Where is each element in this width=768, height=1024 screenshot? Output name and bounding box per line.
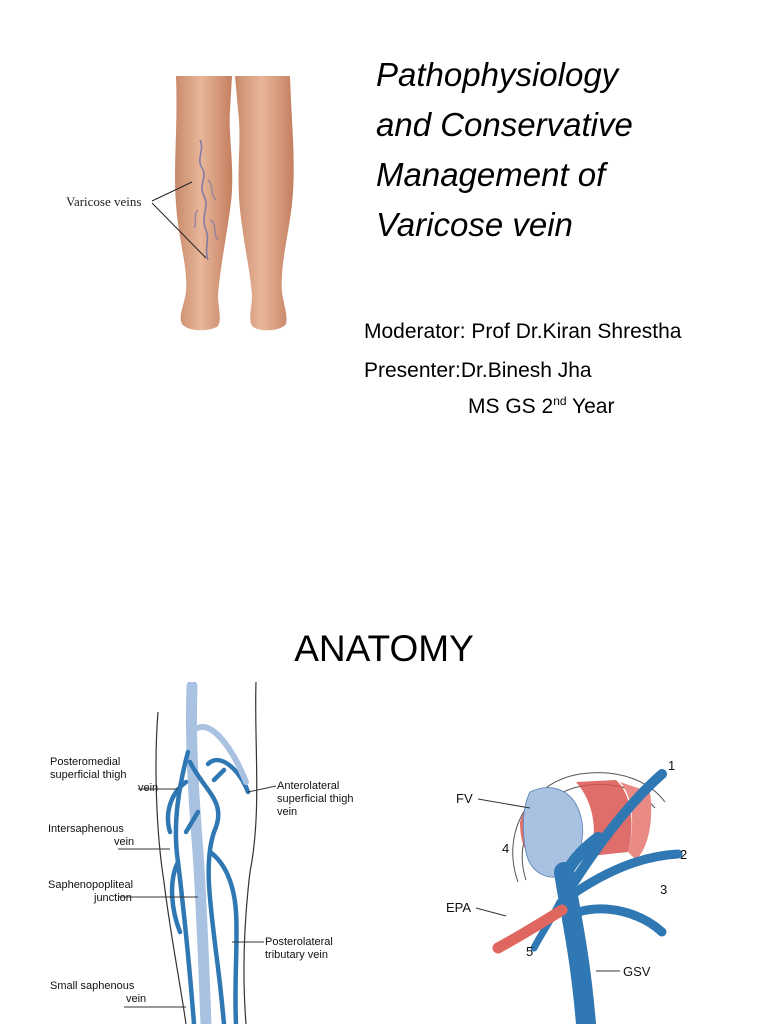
label-line: Posteromedial	[50, 756, 121, 768]
anatomy-slide: ANATOMY Posteromedial superficial thigh …	[0, 512, 768, 1024]
label-posterolateral: Posterolateral tributary vein	[265, 936, 333, 962]
label-line: Anterolateral	[277, 780, 340, 792]
label-line: superficial thigh	[277, 793, 354, 805]
label-line: junction	[94, 892, 132, 904]
label-number-2: 2	[680, 847, 688, 862]
degree-suffix: Year	[566, 395, 615, 418]
title-line-4: Varicose vein	[376, 206, 573, 243]
label-line: Intersaphenous	[48, 823, 124, 835]
leg-leader-lines	[118, 785, 277, 1008]
label-number-4: 4	[502, 841, 510, 856]
title-line-1: Pathophysiology	[376, 56, 619, 93]
degree-prefix: MS GS 2	[468, 395, 554, 418]
junction-leader-lines	[475, 798, 620, 972]
saphenofemoral-junction-diagram	[492, 769, 683, 1024]
label-number-1: 1	[668, 758, 676, 773]
label-number-3: 3	[660, 882, 668, 897]
label-epa: EPA	[446, 900, 472, 915]
label-number-5: 5	[526, 944, 534, 959]
label-line: vein	[277, 806, 298, 818]
varicose-veins-label: Varicose veins	[66, 194, 142, 209]
label-line: Small saphenous	[50, 980, 135, 992]
right-leg	[235, 76, 294, 331]
label-line: tributary vein	[265, 949, 328, 961]
varicose-vein-path	[199, 139, 209, 261]
label-fv: FV	[456, 791, 473, 806]
label-line: superficial thigh	[50, 769, 127, 781]
label-line: Posterolateral	[265, 936, 333, 948]
title-line-2: and Conservative	[376, 106, 633, 143]
label-small-saphenous: Small saphenous vein	[50, 980, 146, 1006]
label-gsv: GSV	[623, 964, 651, 979]
anatomy-title: ANATOMY	[294, 628, 474, 669]
degree-sup: nd	[553, 394, 567, 408]
pointer-line-1	[151, 181, 193, 202]
title-slide: Varicose veins Pathophysiology and Conse…	[60, 50, 756, 419]
label-line: vein	[126, 993, 147, 1005]
pointer-line-2	[151, 202, 207, 259]
title-line-3: Management of	[376, 156, 606, 193]
label-intersaphenous: Intersaphenous vein	[48, 823, 134, 849]
moderator-text: Moderator: Prof Dr.Kiran Shrestha	[364, 320, 682, 343]
leg-vein-diagram	[155, 682, 258, 1024]
left-leg	[175, 76, 233, 331]
label-anterolateral: Anterolateral superficial thigh vein	[277, 780, 353, 819]
label-line: vein	[114, 836, 135, 848]
varicose-vein-branch	[193, 179, 219, 241]
presenter-text: Presenter:Dr.Binesh Jha	[364, 359, 592, 382]
label-line: Saphenopopliteal	[48, 879, 134, 891]
label-saphenopopliteal: Saphenopopliteal junction	[48, 879, 133, 905]
slide-title: Pathophysiology and Conservative Managem…	[376, 50, 756, 250]
degree-text: MS GS 2nd Year	[468, 394, 614, 419]
label-posteromedial: Posteromedial superficial thigh vein	[50, 756, 158, 795]
varicose-legs-illustration	[60, 70, 300, 331]
label-line: vein	[138, 782, 159, 794]
